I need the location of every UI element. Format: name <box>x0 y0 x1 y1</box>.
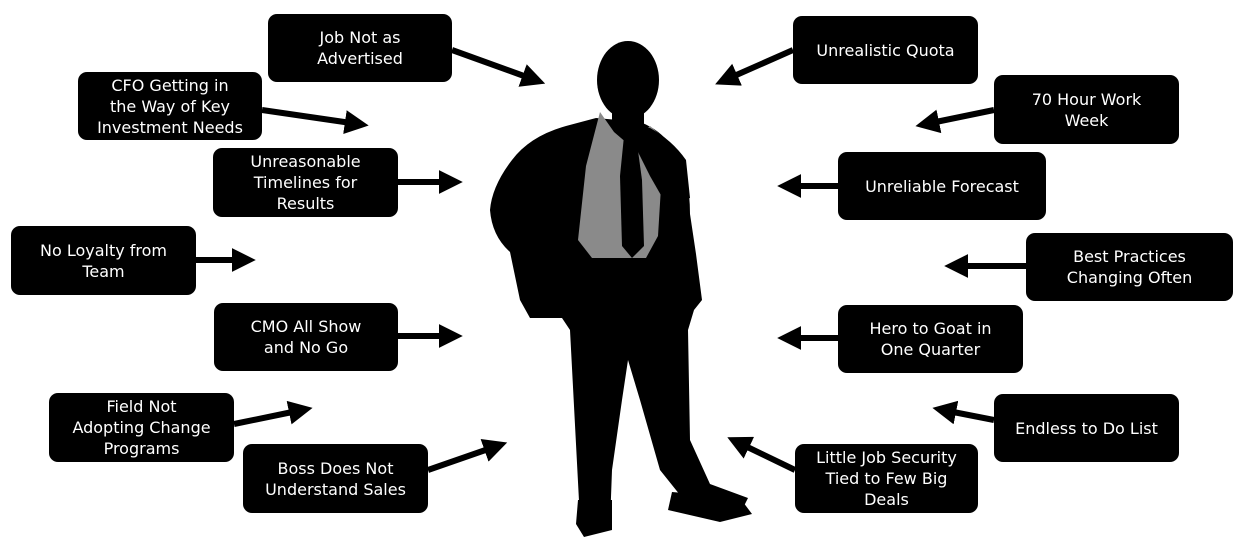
stressor-box: No Loyalty from Team <box>11 226 196 295</box>
stressor-label: Job Not as Advertised <box>317 28 403 68</box>
stressor-box: Endless to Do List <box>994 394 1179 462</box>
arrow-endless-list <box>932 400 995 425</box>
arrow-job-not-as-advertised <box>450 47 546 87</box>
stressor-box: Boss Does Not Understand Sales <box>243 444 428 513</box>
stressor-label: 70 Hour Work Week <box>1031 89 1142 130</box>
stressor-label: Unreasonable Timelines for Results <box>250 152 361 213</box>
stressor-label: Best Practices Changing Often <box>1066 247 1193 287</box>
stressor-label: Unrealistic Quota <box>816 40 955 60</box>
arrow-unrealistic-quota <box>715 47 795 86</box>
arrow-70-hour <box>915 107 995 134</box>
stressor-box: Unrealistic Quota <box>793 16 978 84</box>
raised-arm <box>632 126 690 204</box>
stressor-box: 70 Hour Work Week <box>994 75 1179 144</box>
right-shoe <box>668 492 752 522</box>
arrow-little-job-security <box>727 436 797 473</box>
stressor-label: CMO All Show and No Go <box>250 317 362 357</box>
stressor-label: Hero to Goat in One Quarter <box>869 319 992 359</box>
stressor-label: Unreliable Forecast <box>865 176 1019 196</box>
stressor-label: Boss Does Not Understand Sales <box>265 458 406 499</box>
arrow-cfo <box>261 107 369 134</box>
stressor-box: Unreliable Forecast <box>838 152 1046 220</box>
stressor-label: Little Job Security Tied to Few Big Deal… <box>816 448 957 509</box>
stressor-box: Little Job Security Tied to Few Big Deal… <box>795 444 978 513</box>
stressor-box: Field Not Adopting Change Programs <box>49 393 234 462</box>
tie-shape <box>620 136 644 258</box>
stressor-label: CFO Getting in the Way of Key Investment… <box>97 75 243 137</box>
left-shoe <box>576 500 612 537</box>
stressor-label: Endless to Do List <box>1015 418 1158 438</box>
stressor-box: CMO All Show and No Go <box>214 303 398 371</box>
stressor-box: Job Not as Advertised <box>268 14 452 82</box>
head-shape <box>597 41 659 119</box>
stressor-box: CFO Getting in the Way of Key Investment… <box>78 72 262 140</box>
jacket-shape <box>490 118 748 524</box>
stressor-box: Best Practices Changing Often <box>1026 233 1233 301</box>
stressor-label: No Loyalty from Team <box>39 240 168 281</box>
stressor-label: Field Not Adopting Change Programs <box>72 397 211 458</box>
arrow-field-not-adopting <box>233 400 313 427</box>
stressor-box: Unreasonable Timelines for Results <box>213 148 398 217</box>
hand-shape <box>620 122 644 142</box>
stressor-box: Hero to Goat in One Quarter <box>838 305 1023 373</box>
arrow-boss <box>427 439 508 473</box>
